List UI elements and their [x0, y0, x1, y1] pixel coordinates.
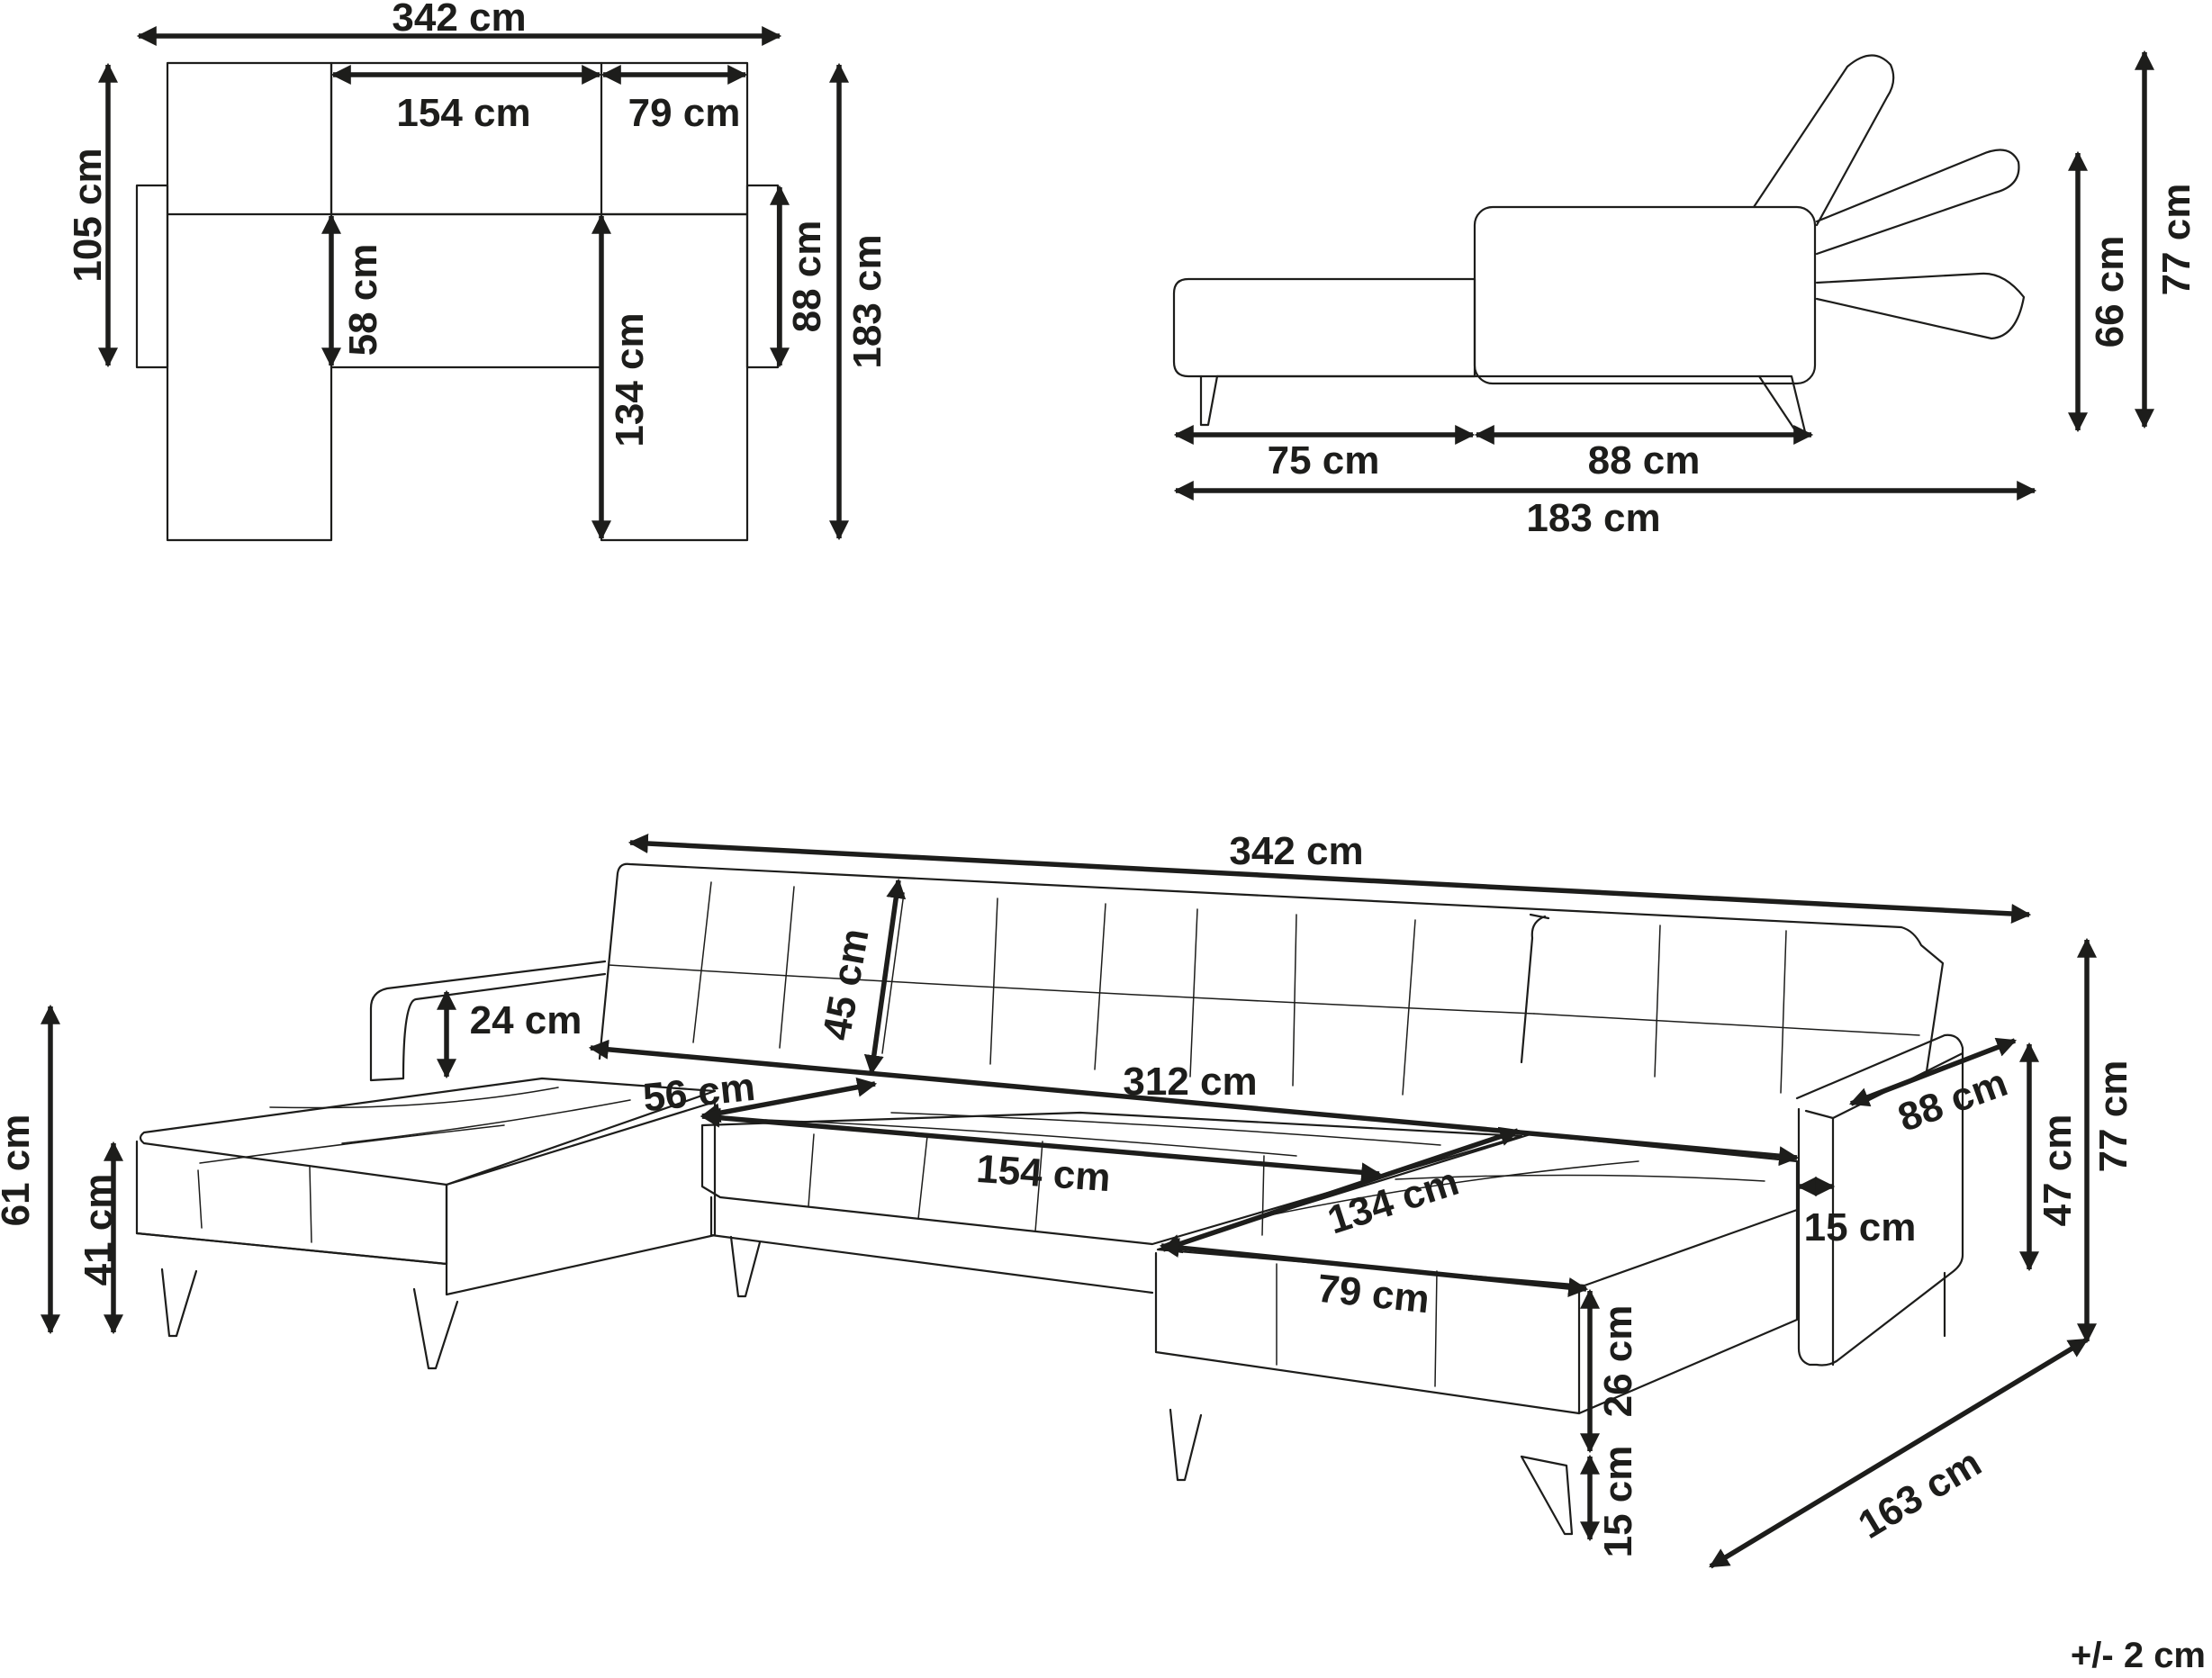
persp-seat-height-label: 41 cm [77, 1174, 121, 1286]
side-view: 75 cm 88 cm 183 cm 66 cm 77 cm [1172, 50, 2198, 540]
persp-chaise-width-label: 79 cm [1315, 1267, 1431, 1322]
top-view-dimensions: 342 cm 154 cm 79 cm 105 cm 58 cm 134 cm … [66, 0, 889, 541]
perspective-outline [135, 862, 1964, 1536]
persp-overall-height-label: 61 cm [0, 1114, 38, 1227]
side-view-dimensions: 75 cm 88 cm 183 cm 66 cm 77 cm [1173, 50, 2198, 540]
persp-total-depth-label: 163 cm [1851, 1440, 1989, 1547]
persp-chaise-length-arrow [1160, 1126, 1521, 1254]
persp-seat-depth-label: 56 cm [641, 1065, 757, 1121]
backrest [598, 862, 1945, 1073]
persp-chaise-width-arrow [1159, 1238, 1589, 1297]
left-chaise-cushion [139, 1077, 717, 1186]
side-total-length-label: 183 cm [1526, 496, 1660, 540]
persp-leg-height-label: 15 cm [1596, 1446, 1640, 1558]
top-seat-depth-label: 58 cm [341, 244, 385, 356]
tufting-pattern [197, 881, 1920, 1387]
side-back-depth-label: 88 cm [1588, 438, 1701, 483]
top-right-depth-label: 88 cm [785, 221, 829, 333]
side-back-height-label: 66 cm [2088, 236, 2132, 348]
persp-right-depth-arrow [1848, 1037, 2018, 1107]
persp-total-width-arrow [627, 834, 2032, 924]
perspective-view: 342 cm 24 cm 45 cm 312 cm 56 cm 154 cm 1… [0, 829, 2135, 1569]
persp-total-depth-arrow [1709, 1337, 2089, 1569]
top-view: 342 cm 154 cm 79 cm 105 cm 58 cm 134 cm … [66, 0, 889, 542]
persp-right-depth-label: 88 cm [1892, 1060, 2013, 1141]
side-view-outline [1172, 54, 2026, 438]
persp-middle-seat-label: 154 cm [975, 1147, 1112, 1200]
top-total-depth-label: 183 cm [845, 234, 889, 368]
top-left-depth-label: 105 cm [66, 148, 110, 282]
side-seat-length-label: 75 cm [1268, 438, 1380, 483]
top-chaise-length-label: 134 cm [608, 312, 652, 447]
persp-seat-width-label: 312 cm [1123, 1060, 1257, 1104]
top-seat-width-label: 154 cm [396, 91, 530, 135]
top-chaise-width-label: 79 cm [628, 91, 741, 135]
persp-total-height-label: 77 cm [2091, 1060, 2135, 1173]
persp-total-width-label: 342 cm [1229, 829, 1363, 873]
side-total-height-label: 77 cm [2154, 184, 2198, 296]
persp-armrest-width-label: 15 cm [1804, 1205, 1917, 1249]
persp-back-height-label: 45 cm [815, 925, 878, 1043]
left-armrest [369, 960, 607, 1082]
persp-cushion-height-label: 26 cm [1596, 1305, 1640, 1418]
persp-seat-width-arrow [588, 1039, 1800, 1167]
right-chaise-cushion [1156, 1132, 1799, 1287]
persp-armrest-height-label: 24 cm [470, 998, 582, 1042]
top-total-width-label: 342 cm [392, 0, 526, 40]
persp-back-height-arrow [863, 878, 907, 1076]
tolerance-note: +/- 2 cm [2071, 1636, 2206, 1675]
persp-armrest-full-height-label: 47 cm [2036, 1114, 2080, 1227]
perspective-dimensions: 342 cm 24 cm 45 cm 312 cm 56 cm 154 cm 1… [0, 829, 2135, 1569]
